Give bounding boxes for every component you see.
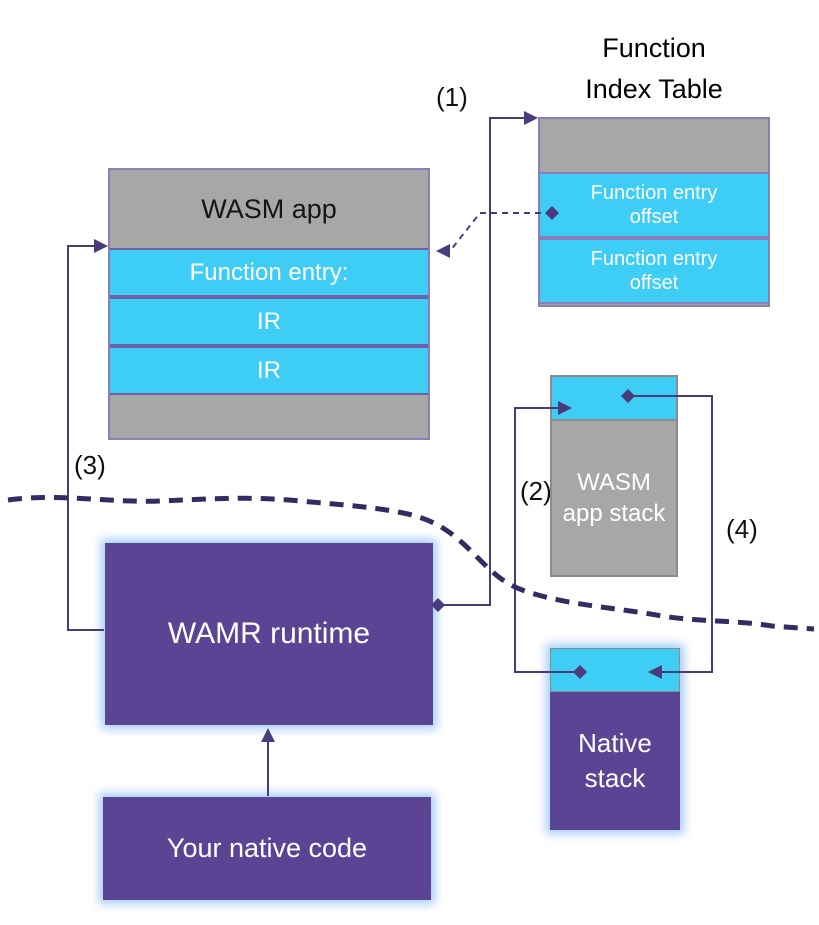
wasm-app-stack-box: WASM app stack	[550, 375, 678, 577]
connector-3-runtime-to-wasm-app	[67, 245, 104, 631]
wasm-app-stack-top-bar	[552, 377, 676, 421]
step-2-label: (2)	[520, 476, 552, 506]
connector-1-runtime-to-table	[438, 117, 524, 606]
native-stack-box: Native stack	[550, 648, 680, 830]
arrowhead-into-table-icon	[524, 111, 538, 125]
arrowhead-into-runtime-icon	[261, 728, 275, 742]
diamond-runtime-edge-icon	[431, 598, 445, 612]
wasm-app-title: WASM app	[201, 193, 337, 224]
step-3-label: (3)	[74, 450, 106, 480]
arrowhead-offset-dashed-icon	[436, 244, 450, 258]
your-native-code-label: Your native code	[166, 833, 368, 863]
your-native-code-box: Your native code	[103, 797, 431, 900]
wasm-app-box: WASM app Function entry: IR IR	[108, 168, 430, 440]
function-index-table-top	[540, 119, 768, 172]
native-stack-label: Native stack	[550, 692, 680, 830]
wamr-runtime-label: WAMR runtime	[167, 617, 371, 650]
function-index-table-title: Function Index Table	[585, 33, 723, 104]
wasm-app-stack-label: WASM app stack	[562, 468, 666, 527]
ir-row-2: IR	[110, 346, 428, 395]
function-entry-row: Function entry:	[110, 248, 428, 297]
native-stack-top-bar	[550, 648, 680, 692]
function-entry-offset-row-2: Function entry offset	[540, 238, 768, 304]
function-index-table-bottom	[540, 304, 768, 305]
connector-offset-dashed	[448, 212, 552, 252]
step-1-label: (1)	[436, 82, 468, 112]
wasm-app-footer	[110, 395, 428, 438]
arrowhead-into-wasm-app-icon	[94, 239, 108, 253]
function-index-table-box: Function entry offset Function entry off…	[538, 117, 770, 307]
ir-row-1: IR	[110, 297, 428, 346]
step-4-label: (4)	[726, 514, 758, 544]
function-entry-offset-row-1: Function entry offset	[540, 172, 768, 238]
wamr-runtime-box: WAMR runtime	[105, 543, 433, 725]
